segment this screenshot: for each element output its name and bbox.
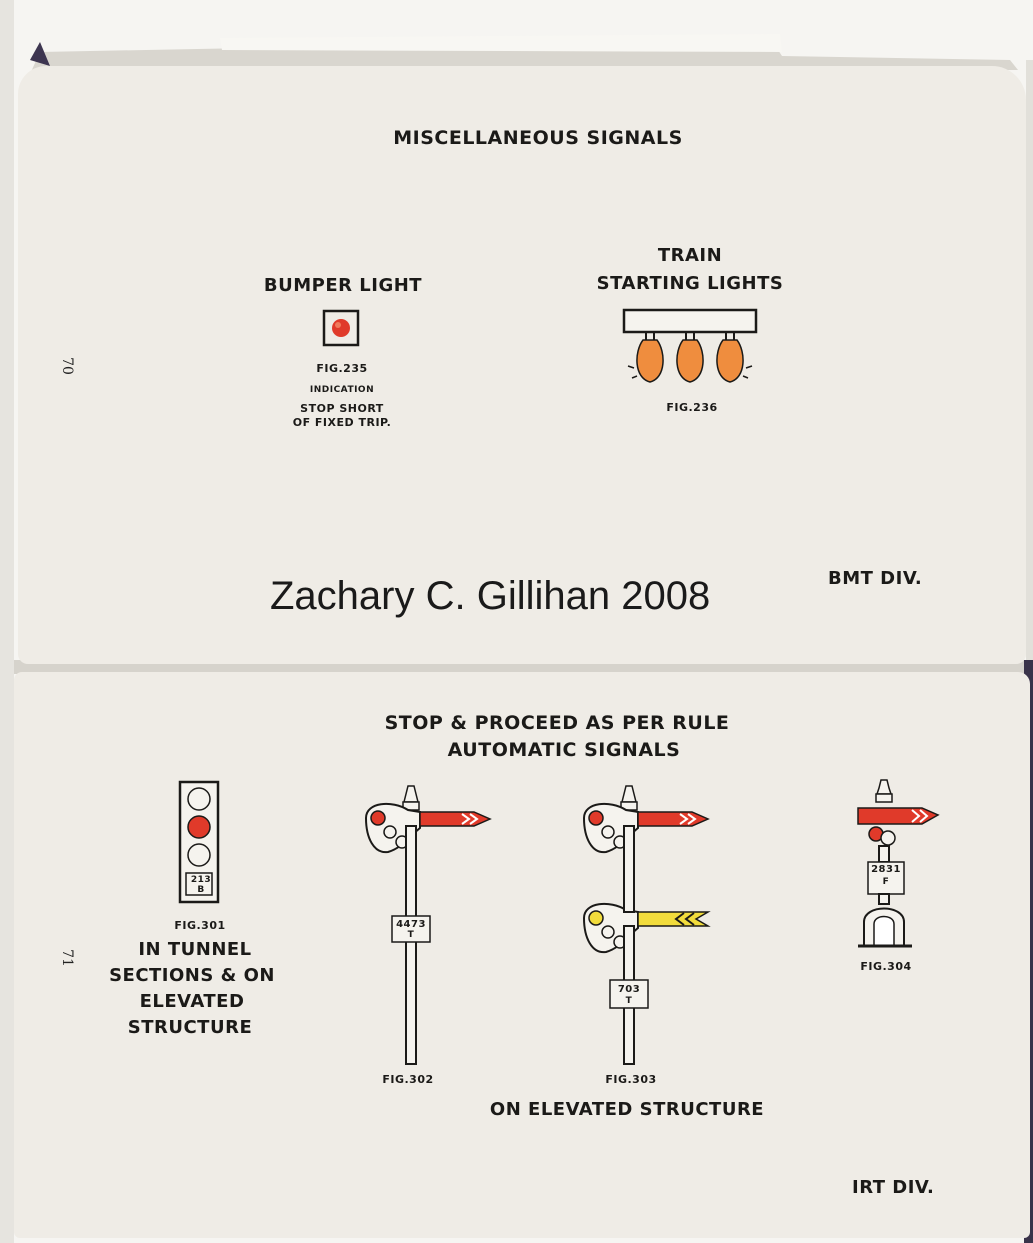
page-title-stop-proceed: STOP & PROCEED AS PER RULE bbox=[384, 712, 730, 734]
fig-301-caption-3: ELEVATED bbox=[139, 991, 245, 1012]
bumper-light-heading: BUMPER LIGHT bbox=[263, 275, 423, 296]
fig-301-caption-4: STRUCTURE bbox=[127, 1017, 253, 1038]
bumper-light-signal-icon bbox=[322, 309, 360, 347]
fig-301-caption-1: IN TUNNEL bbox=[138, 939, 252, 960]
page-number-bottom: 71 bbox=[58, 949, 75, 967]
irt-division-label: IRT DIV. bbox=[852, 1177, 935, 1198]
fig-303-semaphore-icon bbox=[582, 785, 711, 1065]
indication-line-1: STOP SHORT bbox=[300, 402, 384, 415]
fig-304-signal-icon bbox=[857, 779, 940, 948]
fig-302-plate-top: 4473 bbox=[396, 919, 426, 930]
indication-line-2: OF FIXED TRIP. bbox=[292, 416, 392, 429]
fig-236-label: FIG.236 bbox=[666, 401, 718, 414]
fig-304-plate-top: 2831 bbox=[871, 864, 901, 875]
fig-301-plate-bottom: B bbox=[197, 885, 205, 895]
fig-302-label: FIG.302 bbox=[382, 1073, 434, 1086]
fig-303-label: FIG.303 bbox=[605, 1073, 657, 1086]
train-starting-lights-icon bbox=[622, 308, 758, 383]
fig-301-label: FIG.301 bbox=[174, 919, 226, 932]
fig-301-plate-top: 213 bbox=[190, 875, 212, 885]
page-number-top: 70 bbox=[58, 357, 75, 375]
fig-301-signal-icon bbox=[178, 780, 220, 904]
train-heading-line-1: TRAIN bbox=[657, 245, 723, 266]
fig-301-caption-2: SECTIONS & ON bbox=[109, 965, 275, 986]
indication-label: INDICATION bbox=[309, 385, 375, 395]
fig-304-label: FIG.304 bbox=[860, 960, 912, 973]
fig-235-label: FIG.235 bbox=[316, 362, 368, 375]
page-title-misc: MISCELLANEOUS SIGNALS bbox=[393, 127, 683, 149]
fig-303-plate-bottom: T bbox=[625, 996, 633, 1006]
fig-303-plate-top: 703 bbox=[617, 984, 641, 995]
fig-304-plate-bottom: F bbox=[882, 877, 890, 887]
top-page bbox=[18, 66, 1026, 664]
bottom-page bbox=[14, 672, 1030, 1238]
watermark-text: Zachary C. Gillihan 2008 bbox=[270, 574, 711, 618]
train-heading-line-2: STARTING LIGHTS bbox=[596, 273, 784, 294]
page-title-automatic: AUTOMATIC SIGNALS bbox=[447, 739, 681, 761]
bmt-division-label: BMT DIV. bbox=[828, 568, 923, 589]
fig-302-plate-bottom: T bbox=[407, 930, 415, 940]
fig-302-semaphore-icon bbox=[364, 785, 492, 1065]
on-elevated-structure-caption: ON ELEVATED STRUCTURE bbox=[489, 1099, 765, 1120]
